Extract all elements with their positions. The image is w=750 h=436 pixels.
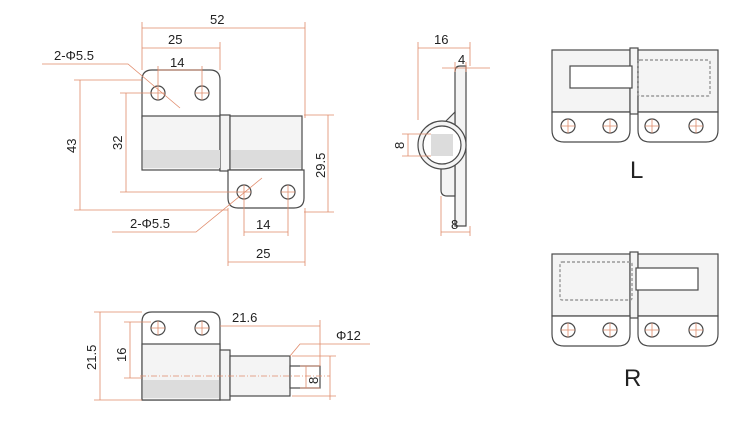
dim-bottom-16: 16 <box>114 348 129 362</box>
variant-r-pin <box>635 267 699 291</box>
label-upper-holes: 2-Φ5.5 <box>54 48 94 63</box>
variant-l-pin <box>569 65 633 89</box>
dim-upper-14: 14 <box>170 55 184 70</box>
variant-l-hidden-slot <box>637 59 711 97</box>
dim-bottom-21-5: 21.5 <box>84 345 99 370</box>
dim-bottom-phi12: Φ12 <box>336 328 361 343</box>
dim-side-8: 8 <box>392 142 407 149</box>
side-view: 16 4 8 8 <box>392 32 490 236</box>
hinge-joint <box>219 114 231 172</box>
bottom-joint <box>219 349 231 401</box>
dim-bottom-8: 8 <box>306 377 321 384</box>
front-view: 52 25 14 2-Φ5.5 43 32 29.5 2-Φ5.5 14 25 <box>42 12 334 266</box>
side-pin-square <box>431 134 453 156</box>
dim-bottom-21-6: 21.6 <box>232 310 257 325</box>
variant-r-label: R <box>624 365 641 392</box>
label-lower-holes: 2-Φ5.5 <box>130 216 170 231</box>
dim-side-base-8: 8 <box>451 217 458 232</box>
dim-43: 43 <box>64 139 79 153</box>
dim-lower-14: 14 <box>256 217 270 232</box>
dim-upper-25: 25 <box>168 32 182 47</box>
variant-right: R <box>551 251 719 392</box>
dim-side-4: 4 <box>458 52 465 67</box>
variant-l-label: L <box>630 157 643 184</box>
dim-32: 32 <box>110 136 125 150</box>
dim-52: 52 <box>210 12 224 27</box>
variant-left: L <box>551 47 719 184</box>
dim-29-5: 29.5 <box>313 153 328 178</box>
bottom-view: 21.5 16 21.6 Φ12 8 <box>84 310 370 401</box>
variant-r-hidden-slot <box>559 261 633 301</box>
dim-side-16: 16 <box>434 32 448 47</box>
dim-lower-25: 25 <box>256 246 270 261</box>
upper-leaf <box>141 69 221 119</box>
